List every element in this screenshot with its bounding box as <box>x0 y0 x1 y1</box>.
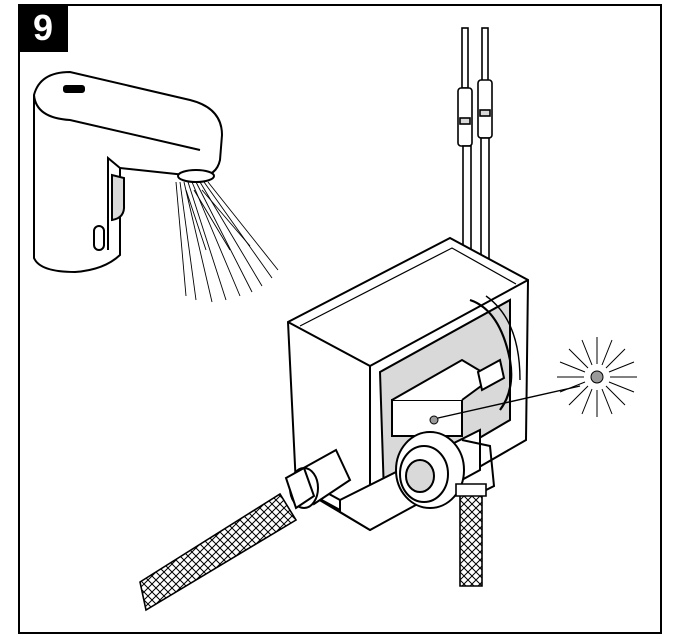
valve-knob-icon <box>395 431 496 509</box>
hose-connector-icon <box>284 448 352 510</box>
led-indicator <box>429 385 581 425</box>
led-light-icon <box>557 337 637 417</box>
illustration-frame <box>18 4 662 634</box>
braided-hose-icon <box>139 483 487 612</box>
faucet-icon <box>33 70 224 274</box>
vertical-cables <box>457 27 493 287</box>
step-number-badge: 9 <box>18 4 68 52</box>
water-spray-icon <box>175 181 279 303</box>
